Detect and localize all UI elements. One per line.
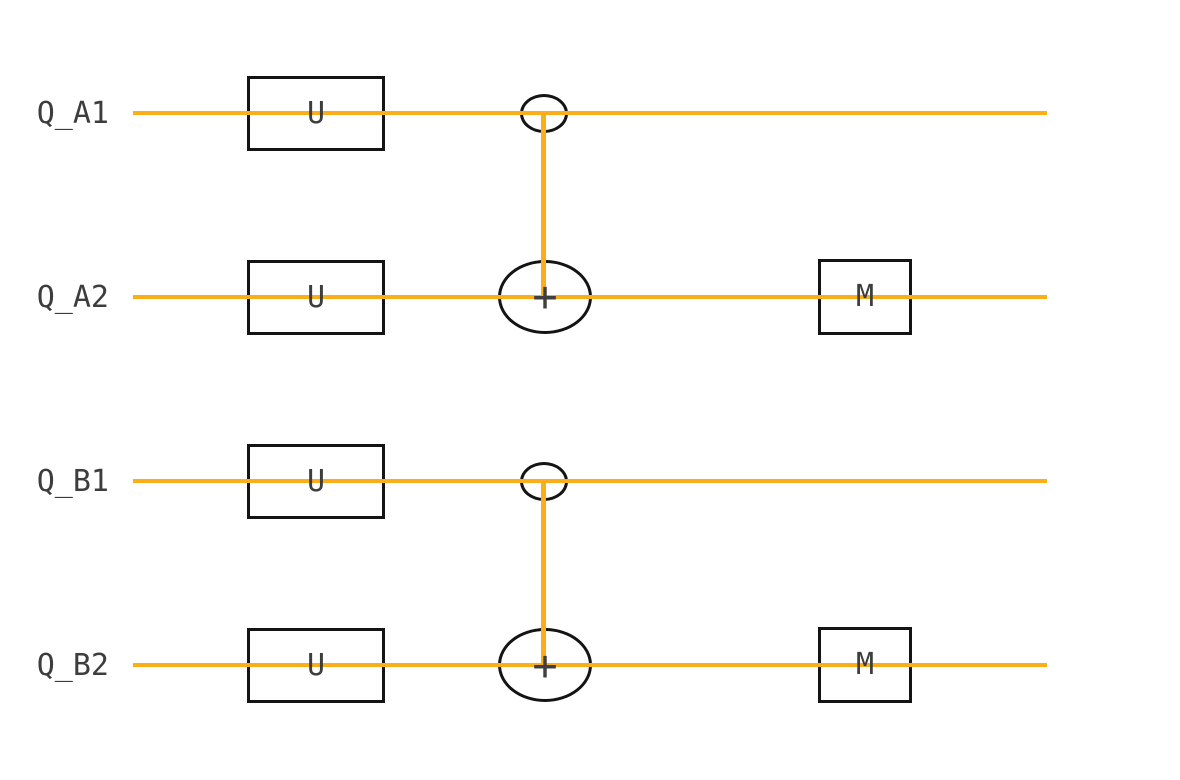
qubit-wire-qb2	[133, 663, 1047, 667]
wire-label-qa2: Q_A2	[36, 280, 109, 315]
wire-label-qa1: Q_A1	[36, 96, 109, 131]
u-gate-label: U	[306, 279, 326, 315]
cnot-target-plus-icon: +	[532, 272, 558, 321]
qubit-wire-qb1	[133, 479, 1047, 483]
measure-gate-label: M	[855, 647, 875, 682]
wire-label-qb2: Q_B2	[36, 648, 109, 683]
wire-label-qb1: Q_B1	[36, 464, 109, 499]
cnot-connector-b	[541, 481, 546, 665]
qubit-wire-qa1	[133, 111, 1047, 115]
measure-gate-label: M	[855, 279, 875, 314]
u-gate-label: U	[306, 647, 326, 683]
u-gate-label: U	[306, 463, 326, 499]
cnot-target-plus-icon: +	[532, 641, 558, 690]
cnot-connector-a	[541, 113, 546, 297]
qubit-wire-qa2	[133, 295, 1047, 299]
u-gate-label: U	[306, 95, 326, 131]
